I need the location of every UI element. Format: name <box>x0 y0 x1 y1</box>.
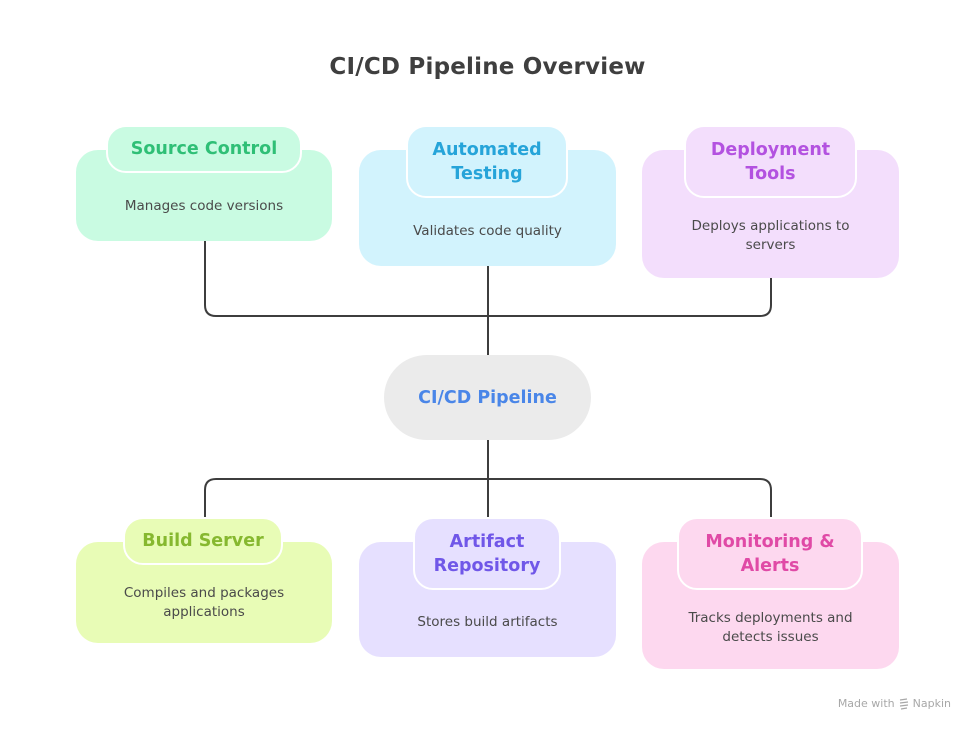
node-label-artifact-repository: Artifact Repository <box>413 517 561 590</box>
center-node: CI/CD Pipeline <box>384 355 591 440</box>
node-label-build-server: Build Server <box>123 517 283 565</box>
node-label-monitoring-alerts: Monitoring & Alerts <box>677 517 863 590</box>
made-with-napkin-badge[interactable]: Made with Napkin <box>838 697 951 710</box>
connector-bottom-left <box>204 478 488 542</box>
node-description-source-control: Manages code versions <box>124 197 284 214</box>
center-node-label: CI/CD Pipeline <box>418 387 557 408</box>
node-label-automated-testing: Automated Testing <box>406 125 568 198</box>
node-description-deployment-tools: Deploys applications to servers <box>691 218 850 253</box>
node-label-deployment-tools: Deployment Tools <box>684 125 857 198</box>
node-description-artifact-repository: Stores build artifacts <box>417 613 558 630</box>
node-description-build-server: Compiles and packages applications <box>123 585 285 620</box>
napkin-logo-icon <box>899 697 908 710</box>
node-label-source-control: Source Control <box>106 125 302 173</box>
connector-bottom-right <box>488 478 772 542</box>
diagram-title: CI/CD Pipeline Overview <box>329 54 646 80</box>
connector-top-right <box>488 278 772 317</box>
footer-brand: Napkin <box>912 697 951 710</box>
node-description-automated-testing: Validates code quality <box>413 222 562 239</box>
connector-top-left <box>204 241 488 317</box>
footer-prefix: Made with <box>837 697 895 710</box>
node-description-monitoring-alerts: Tracks deployments and detects issues <box>688 610 853 645</box>
